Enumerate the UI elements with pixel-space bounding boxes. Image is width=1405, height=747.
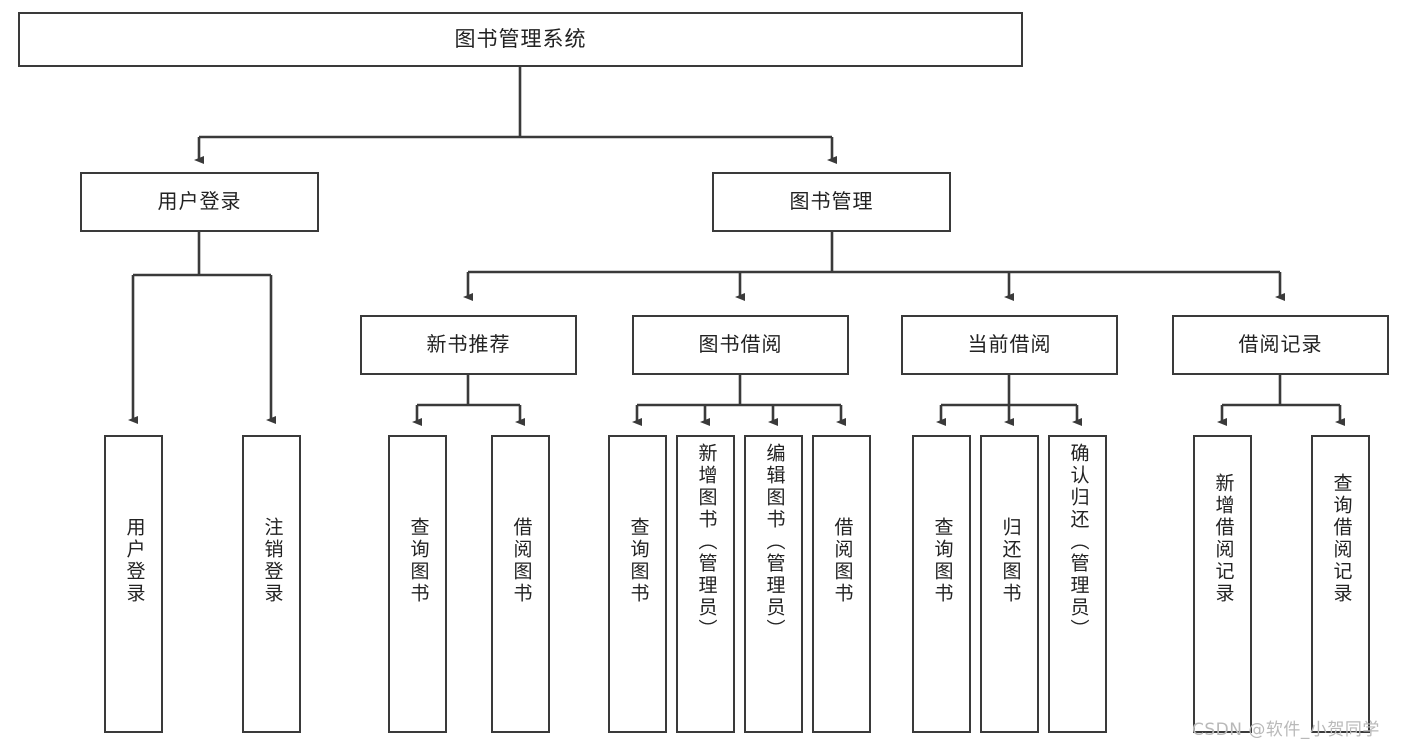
- node-current-borrow[interactable]: 当前借阅: [901, 315, 1118, 375]
- csdn-watermark: CSDN @软件_小贺同学: [1192, 720, 1380, 740]
- node-leaf-add-book-admin[interactable]: 新增图书（管理员）: [676, 435, 735, 733]
- node-leaf-query-book-2-label: 查询图书: [627, 517, 650, 605]
- node-leaf-borrow-book-2-label: 借阅图书: [831, 517, 854, 605]
- node-leaf-edit-book-admin-label: 编辑图书（管理员）: [763, 443, 786, 641]
- node-leaf-add-record[interactable]: 新增借阅记录: [1193, 435, 1252, 733]
- node-leaf-edit-book-admin[interactable]: 编辑图书（管理员）: [744, 435, 803, 733]
- node-new-book-recommend-label: 新书推荐: [426, 332, 511, 357]
- node-new-book-recommend[interactable]: 新书推荐: [360, 315, 577, 375]
- node-leaf-return-book[interactable]: 归还图书: [980, 435, 1039, 733]
- node-user-login-label: 用户登录: [157, 189, 242, 214]
- node-book-manage[interactable]: 图书管理: [712, 172, 951, 232]
- node-leaf-query-book-3-label: 查询图书: [931, 517, 954, 605]
- node-leaf-logout[interactable]: 注销登录: [242, 435, 301, 733]
- node-borrow-record-label: 借阅记录: [1238, 332, 1323, 357]
- node-leaf-query-book-3[interactable]: 查询图书: [912, 435, 971, 733]
- node-leaf-query-record[interactable]: 查询借阅记录: [1311, 435, 1370, 733]
- node-leaf-borrow-book-1[interactable]: 借阅图书: [491, 435, 550, 733]
- node-root-label: 图书管理系统: [454, 27, 587, 52]
- node-current-borrow-label: 当前借阅: [967, 332, 1052, 357]
- node-borrow-record[interactable]: 借阅记录: [1172, 315, 1389, 375]
- node-leaf-user-login-label: 用户登录: [123, 517, 146, 605]
- node-user-login[interactable]: 用户登录: [80, 172, 319, 232]
- node-leaf-borrow-book-2[interactable]: 借阅图书: [812, 435, 871, 733]
- node-leaf-query-book-2[interactable]: 查询图书: [608, 435, 667, 733]
- node-leaf-confirm-return-admin[interactable]: 确认归还（管理员）: [1048, 435, 1107, 733]
- node-leaf-logout-label: 注销登录: [261, 517, 284, 605]
- node-leaf-confirm-return-admin-label: 确认归还（管理员）: [1067, 443, 1090, 641]
- node-root[interactable]: 图书管理系统: [18, 12, 1023, 67]
- node-leaf-query-record-label: 查询借阅记录: [1330, 473, 1353, 605]
- node-leaf-add-book-admin-label: 新增图书（管理员）: [695, 443, 718, 641]
- node-leaf-query-book-1-label: 查询图书: [407, 517, 430, 605]
- node-leaf-return-book-label: 归还图书: [999, 517, 1022, 605]
- node-leaf-user-login[interactable]: 用户登录: [104, 435, 163, 733]
- node-leaf-borrow-book-1-label: 借阅图书: [510, 517, 533, 605]
- node-book-borrow-label: 图书借阅: [698, 332, 783, 357]
- node-leaf-query-book-1[interactable]: 查询图书: [388, 435, 447, 733]
- node-book-borrow[interactable]: 图书借阅: [632, 315, 849, 375]
- node-leaf-add-record-label: 新增借阅记录: [1212, 473, 1235, 605]
- node-book-manage-label: 图书管理: [789, 189, 874, 214]
